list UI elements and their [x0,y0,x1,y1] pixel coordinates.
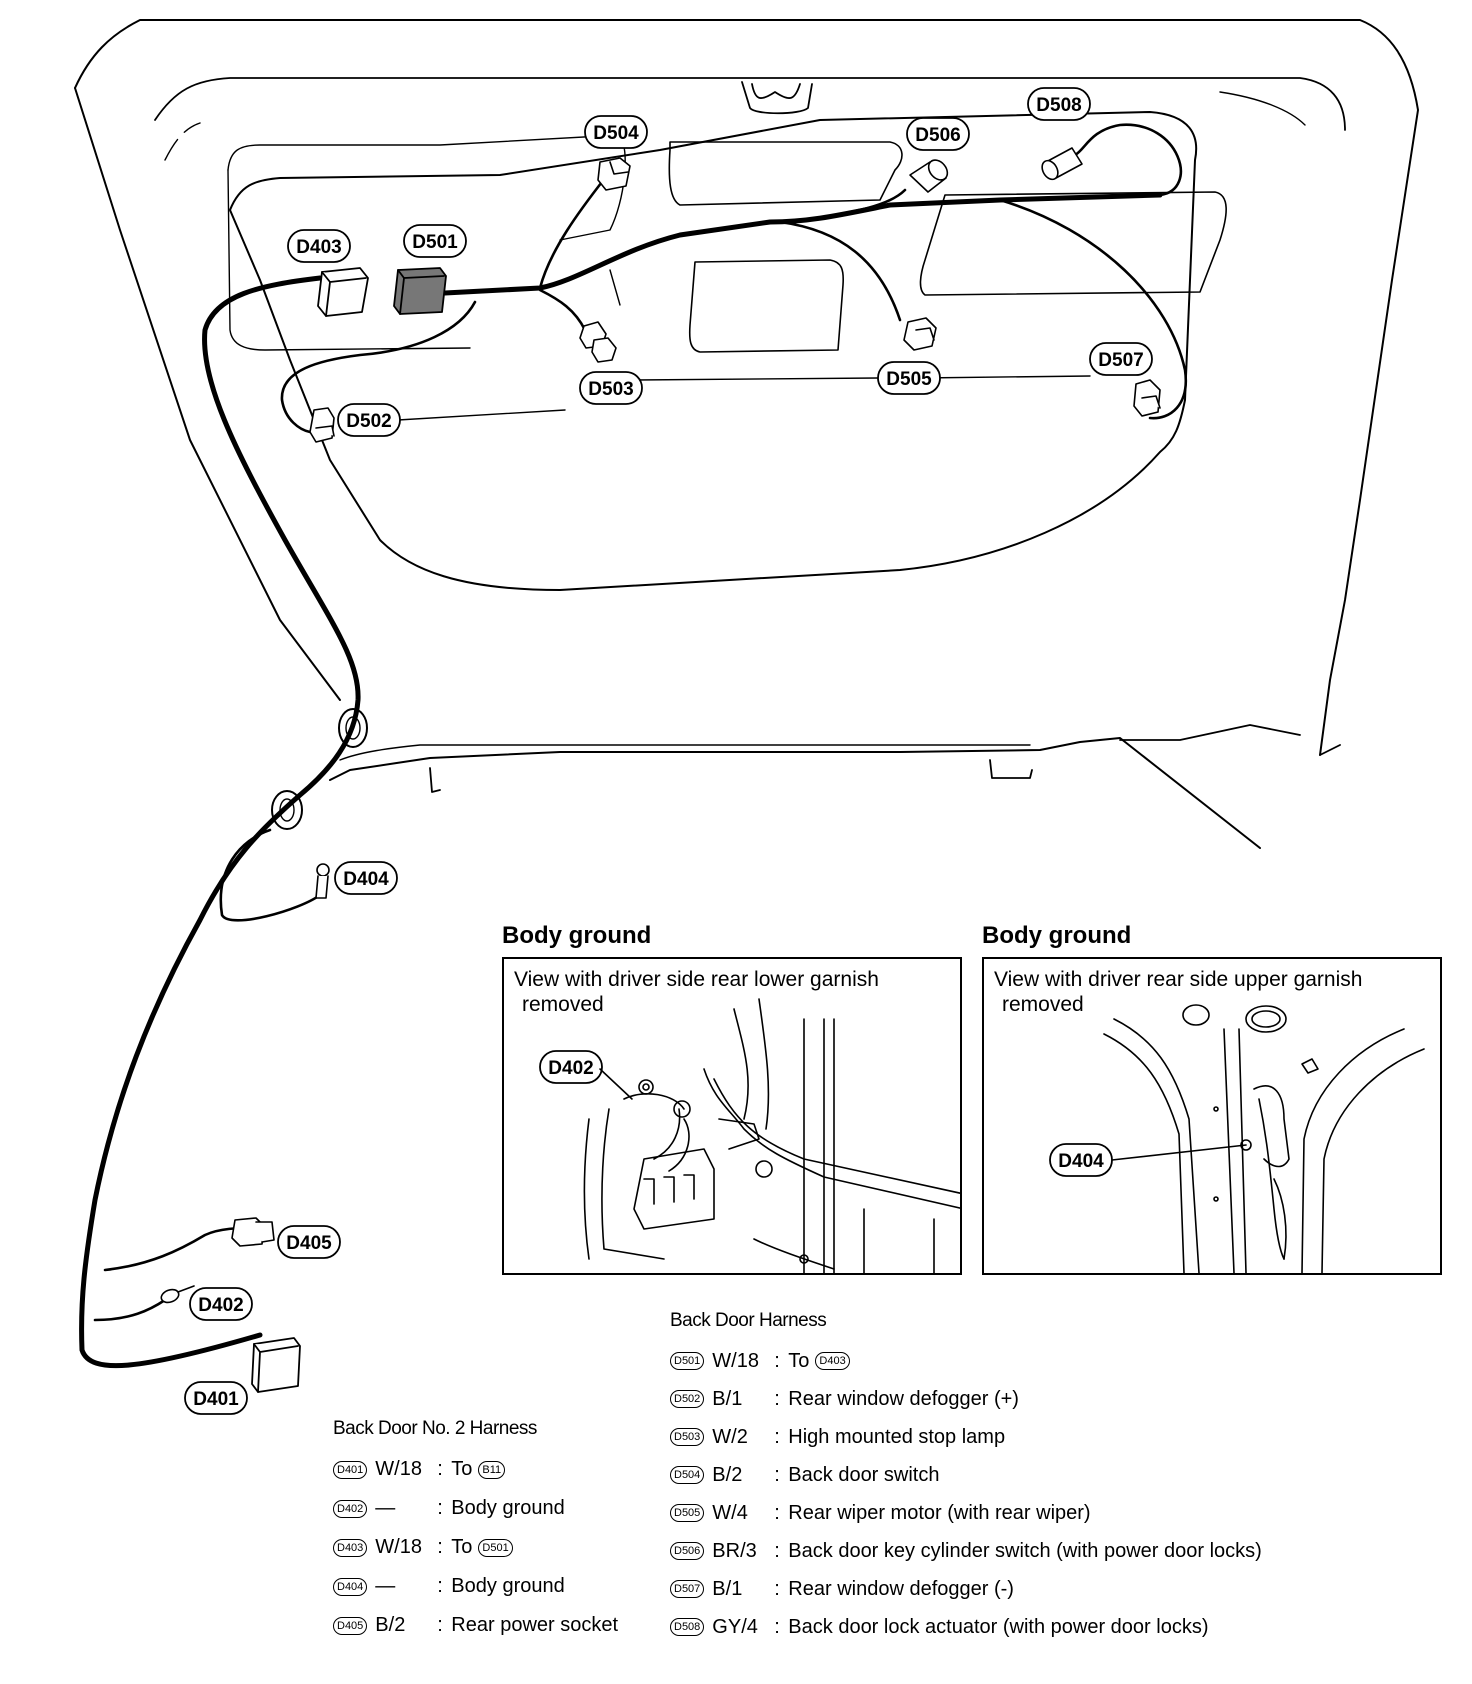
legend-row: D404 — : Body ground [333,1567,618,1606]
panel1-caption: View with driver side rear lower garnish… [514,968,879,1016]
panel2-caption: View with driver rear side upper garnish… [994,968,1363,1016]
connector-d505-shape [903,317,937,351]
harness-to-d501 [442,192,1163,296]
legend-no2-title: Back Door No. 2 Harness [333,1418,537,1439]
window-opening [229,111,1198,591]
door-inner-contour [154,77,1346,131]
connector-d504-shape [597,157,631,191]
wire-d503 [538,288,587,332]
wire-d508 [1073,123,1183,197]
wire-d502 [280,300,477,434]
label-d404: D404 [343,869,389,890]
wire-d404 [219,828,324,922]
legend-row: D508 GY/4 : Back door lock actuator (wit… [670,1608,1262,1646]
label-d401: D401 [193,1389,239,1410]
door-lower-edge [329,737,1261,849]
connector-d405-shape [231,1217,275,1247]
legend-row: D502 B/1 : Rear window defogger (+) [670,1380,1262,1418]
label-d501: D501 [412,232,458,253]
wire-d402 [93,1298,167,1322]
panel1-connector-label: D402 [548,1058,593,1079]
wire-d405 [103,1226,252,1272]
connector-d402-shape [160,1285,195,1304]
connector-d404-shape [315,863,330,899]
door-outline-left [74,87,341,701]
grommet-lower [271,790,303,830]
legend-row: D402 — : Body ground [333,1489,618,1528]
connector-d507-shape [1133,379,1161,417]
leader-line-row [397,375,1091,421]
legend-row: D503 W/2 : High mounted stop lamp [670,1418,1262,1456]
panel2-drawing: D404 [1049,1004,1425,1273]
hatch-lamp-recess [668,141,903,206]
connector-d506-shape [909,159,949,193]
legend-row: D501 W/18 : To D403 [670,1342,1262,1380]
legend-row: D403 W/18 : To D501 [333,1528,618,1567]
label-d506: D506 [915,125,960,146]
wire-d504 [538,176,607,290]
grommet-upper [338,708,368,748]
top-handle-notch [741,81,813,115]
main-harness-trunk [79,275,361,1369]
panel2-title: Body ground [982,922,1132,949]
panel1-title: Body ground [502,922,652,949]
legend-row: D505 W/4 : Rear wiper motor (with rear w… [670,1494,1262,1532]
wire-d507 [998,198,1188,420]
label-d502: D502 [346,411,391,432]
connector-d403-shape [317,267,369,317]
panel2-connector-label: D404 [1058,1151,1104,1172]
legend-row: D405 B/2 : Rear power socket [333,1606,618,1645]
label-d507: D507 [1098,350,1143,371]
label-d403: D403 [296,237,341,258]
wire-d506 [788,188,907,224]
legend-back-door: Back Door Harness D501 W/18 : To D403 D5… [670,1310,1262,1646]
panel1-drawing: D402 [539,998,960,1273]
legend-back-door-no2: Back Door No. 2 Harness D401 W/18 : To B… [333,1418,618,1645]
label-d505: D505 [886,369,932,390]
legend-back-title: Back Door Harness [670,1310,827,1331]
legend-row: D504 B/2 : Back door switch [670,1456,1262,1494]
wire-d505 [778,220,902,322]
label-d405: D405 [286,1233,332,1254]
label-d504: D504 [593,123,639,144]
body-ground-panel-upper: View with driver rear side upper garnish… [982,957,1442,1275]
legend-row: D507 B/1 : Rear window defogger (-) [670,1570,1262,1608]
connector-labels [184,87,1153,1415]
label-d402: D402 [198,1295,243,1316]
wiper-recess [688,259,845,353]
label-d508: D508 [1036,95,1081,116]
right-recess [919,191,1227,296]
body-ground-panel-lower: View with driver side rear lower garnish… [502,957,962,1275]
connector-d401-shape [251,1337,301,1393]
connector-d508-shape [1041,147,1083,181]
connector-d502-shape [309,407,335,443]
legend-row: D401 W/18 : To B11 [333,1450,618,1489]
connector-d501-shape [393,267,447,315]
legend-row: D506 BR/3 : Back door key cylinder switc… [670,1532,1262,1570]
door-outline [74,19,1419,756]
label-d503: D503 [588,379,633,400]
connector-d503-shape [579,321,617,363]
